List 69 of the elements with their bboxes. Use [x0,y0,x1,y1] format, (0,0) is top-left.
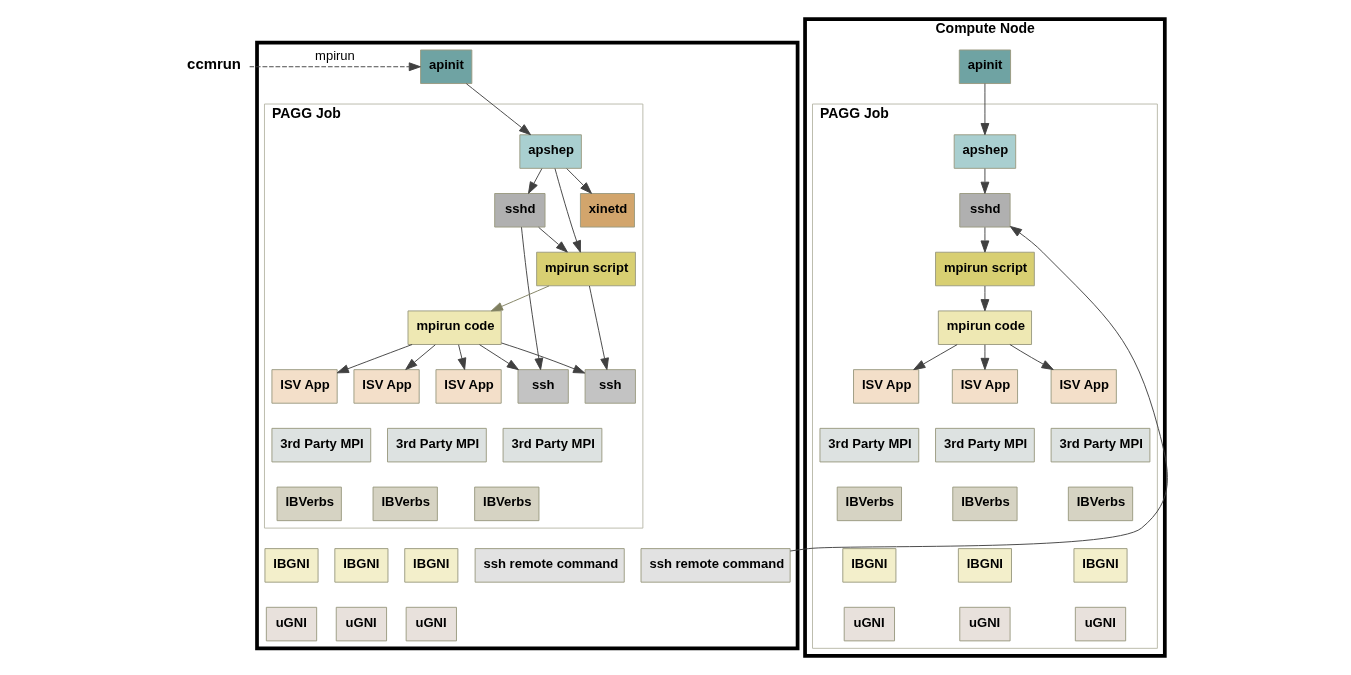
arrow [1009,344,1054,370]
node-box: apshep [519,134,582,169]
arrow [405,344,436,370]
node-box: IBVerbs [276,486,342,522]
node-box: 3rd Party MPI [1050,427,1151,463]
node-box: 3rd Party MPI [502,427,603,463]
node-box: ISV App [1050,369,1117,404]
arrow [980,83,990,136]
arrow [528,168,543,194]
node-box: 3rd Party MPI [819,427,920,463]
node-box: sshd [959,193,1011,228]
arrow [457,344,467,370]
node-box: IBGNI [334,548,389,583]
arrow [554,168,581,253]
node-box: uGNI [959,606,1011,642]
arrow [538,226,568,253]
node-box: xinetd [579,193,635,228]
node-box: 3rd Party MPI [387,427,487,463]
arrow [336,344,413,374]
node-box: IBVerbs [372,486,438,522]
node-box: ISV App [353,369,420,404]
node-box: apinit [958,49,1012,84]
node-box: apshep [953,134,1017,169]
arrow [566,168,592,194]
node-box: ISV App [951,369,1018,404]
node-box: ssh [517,369,569,404]
node-box: 3rd Party MPI [271,427,372,463]
arrow [980,344,990,370]
node-box: uGNI [335,606,388,642]
arrow [521,226,544,371]
node-box: ssh remote command [474,548,625,583]
node-box: uGNI [405,606,457,642]
node-box: IBGNI [957,548,1012,583]
node-box: mpirun code [937,310,1032,345]
node-box: ISV App [271,369,338,404]
node-box: mpirun script [536,251,636,287]
arrow [588,285,609,371]
node-box: sshd [494,193,546,228]
arrow [465,83,531,136]
node-box: IBVerbs [836,486,902,522]
node-box: uGNI [843,606,895,642]
node-box: ssh remote command [640,548,791,583]
node-box: ISV App [853,369,920,404]
node-box: IBVerbs [952,486,1018,522]
node-box: IBGNI [842,548,897,583]
arrow [490,285,550,312]
node-text: ccmrun [187,56,241,73]
arrow [980,168,990,194]
arrow [479,344,519,371]
node-box: IBVerbs [1067,486,1134,522]
node-box: ISV App [435,369,502,404]
arrow [249,62,421,72]
node-box: mpirun script [935,251,1035,287]
arrow [501,342,586,374]
arrow [980,285,990,312]
node-box: uGNI [1074,606,1127,642]
edge-label: mpirun [315,48,355,64]
node-box: IBGNI [1073,548,1128,583]
node-box: mpirun code [407,310,502,345]
node-box: IBGNI [404,548,459,583]
node-box: ssh [584,369,636,404]
arrow [980,226,990,253]
cluster [255,40,800,651]
node-box: 3rd Party MPI [935,427,1035,463]
node-box: IBGNI [264,548,319,583]
node-box: uGNI [265,606,318,642]
arrow [913,344,958,371]
node-box: apinit [420,49,473,84]
node-box: IBVerbs [474,486,540,522]
